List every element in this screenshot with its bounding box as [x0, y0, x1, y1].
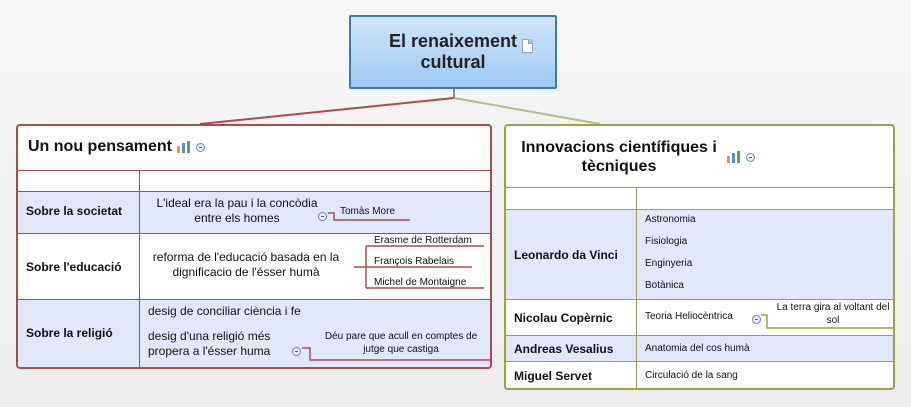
right-topic-header: Innovacions científiques i tècniques — [516, 138, 755, 176]
branch-lines — [354, 245, 484, 289]
bar-chart-icon — [177, 141, 191, 153]
branch-line — [761, 314, 893, 329]
bar-chart-icon — [727, 151, 740, 163]
right-topic-title: Innovacions científiques i tècniques — [521, 139, 717, 175]
topic-innovacions[interactable]: Innovacions científiques i tècniques Leo… — [504, 124, 895, 390]
collapse-icon[interactable] — [746, 152, 755, 162]
table-header-row — [18, 170, 490, 192]
item-fisiologia: Fisiologia — [645, 236, 688, 247]
collapse-icon[interactable] — [752, 315, 761, 325]
note-terra-gira: La terra gira al voltant del sol — [776, 302, 890, 326]
column-divider — [139, 170, 140, 367]
row-content-educacio: reforma de l'educació basada en la digni… — [140, 234, 490, 300]
row-label-religio: Sobre la religió — [26, 326, 113, 340]
collapse-icon[interactable] — [292, 347, 301, 357]
row-content-leonardo: Astronomia Fisiologia Enginyeria Botànic… — [637, 210, 893, 300]
column-divider — [636, 187, 637, 388]
row-content-religio: desig de conciliar ciència i fe desig d'… — [140, 300, 490, 367]
branch-line — [328, 212, 410, 221]
row-label-copernic: Nicolau Copèrnic — [514, 311, 613, 325]
central-topic-title: El renaixement cultural — [388, 31, 518, 72]
row-label-cell: Andreas Vesalius — [506, 336, 636, 362]
topic-un-nou-pensament[interactable]: Un nou pensament Sobre la societat L'ide… — [16, 124, 492, 369]
table-header-row — [506, 187, 893, 210]
person-erasme: Erasme de Rotterdam — [374, 235, 472, 246]
item-heliocentrica: Teoria Heliocèntrica — [645, 311, 733, 322]
person-rabelais: François Rabelais — [374, 256, 455, 267]
row-label-servet: Miguel Servet — [514, 369, 593, 383]
row-label-cell: Sobre la societat — [18, 192, 139, 234]
item-anatomia: Anatomia del cos humà — [645, 343, 750, 354]
row-label-cell: Sobre l'educació — [18, 234, 139, 300]
row-label-cell: Nicolau Copèrnic — [506, 300, 636, 336]
idea-educacio: reforma de l'educació basada en la digni… — [152, 250, 340, 279]
note-deu-pare: Déu pare que acull en comptes de jutge q… — [324, 331, 478, 355]
person-montaigne: Michel de Montaigne — [374, 277, 467, 288]
item-circulacio: Circulació de la sang — [645, 370, 738, 381]
row-label-cell: Miguel Servet — [506, 362, 636, 388]
row-label-vesalius: Andreas Vesalius — [514, 342, 614, 356]
left-topic-header: Un nou pensament — [28, 138, 206, 156]
row-content-servet: Circulació de la sang — [637, 362, 893, 388]
idea-religio-2: desig d'una religió més propera a l'ésse… — [148, 329, 271, 358]
row-label-societat: Sobre la societat — [26, 204, 123, 218]
note-icon[interactable] — [522, 39, 533, 53]
row-content-copernic: Teoria Heliocèntrica La terra gira al vo… — [637, 300, 893, 336]
item-botanica: Botànica — [645, 280, 684, 291]
branch-line — [302, 347, 490, 361]
row-label-educacio: Sobre l'educació — [26, 260, 122, 274]
idea-societat: L'ideal era la pau i la concòdia entre e… — [156, 196, 318, 225]
row-label-cell: Leonardo da Vinci — [506, 210, 636, 300]
item-enginyeria: Enginyeria — [645, 258, 693, 269]
connector-root-left — [199, 97, 455, 125]
idea-religio-1: desig de conciliar ciència i fe — [148, 304, 301, 318]
collapse-icon[interactable] — [318, 212, 327, 222]
central-topic[interactable]: El renaixement cultural — [349, 15, 557, 89]
person-tomas-more: Tomàs More — [340, 206, 396, 217]
row-content-vesalius: Anatomia del cos humà — [637, 336, 893, 362]
connector-root-right — [453, 97, 601, 125]
row-content-societat: L'ideal era la pau i la concòdia entre e… — [140, 192, 490, 234]
item-astronomia: Astronomia — [645, 214, 696, 225]
row-label-cell: Sobre la religió — [18, 300, 139, 367]
row-label-leonardo: Leonardo da Vinci — [514, 248, 618, 262]
collapse-icon[interactable] — [196, 142, 206, 152]
left-topic-title: Un nou pensament — [28, 138, 173, 155]
